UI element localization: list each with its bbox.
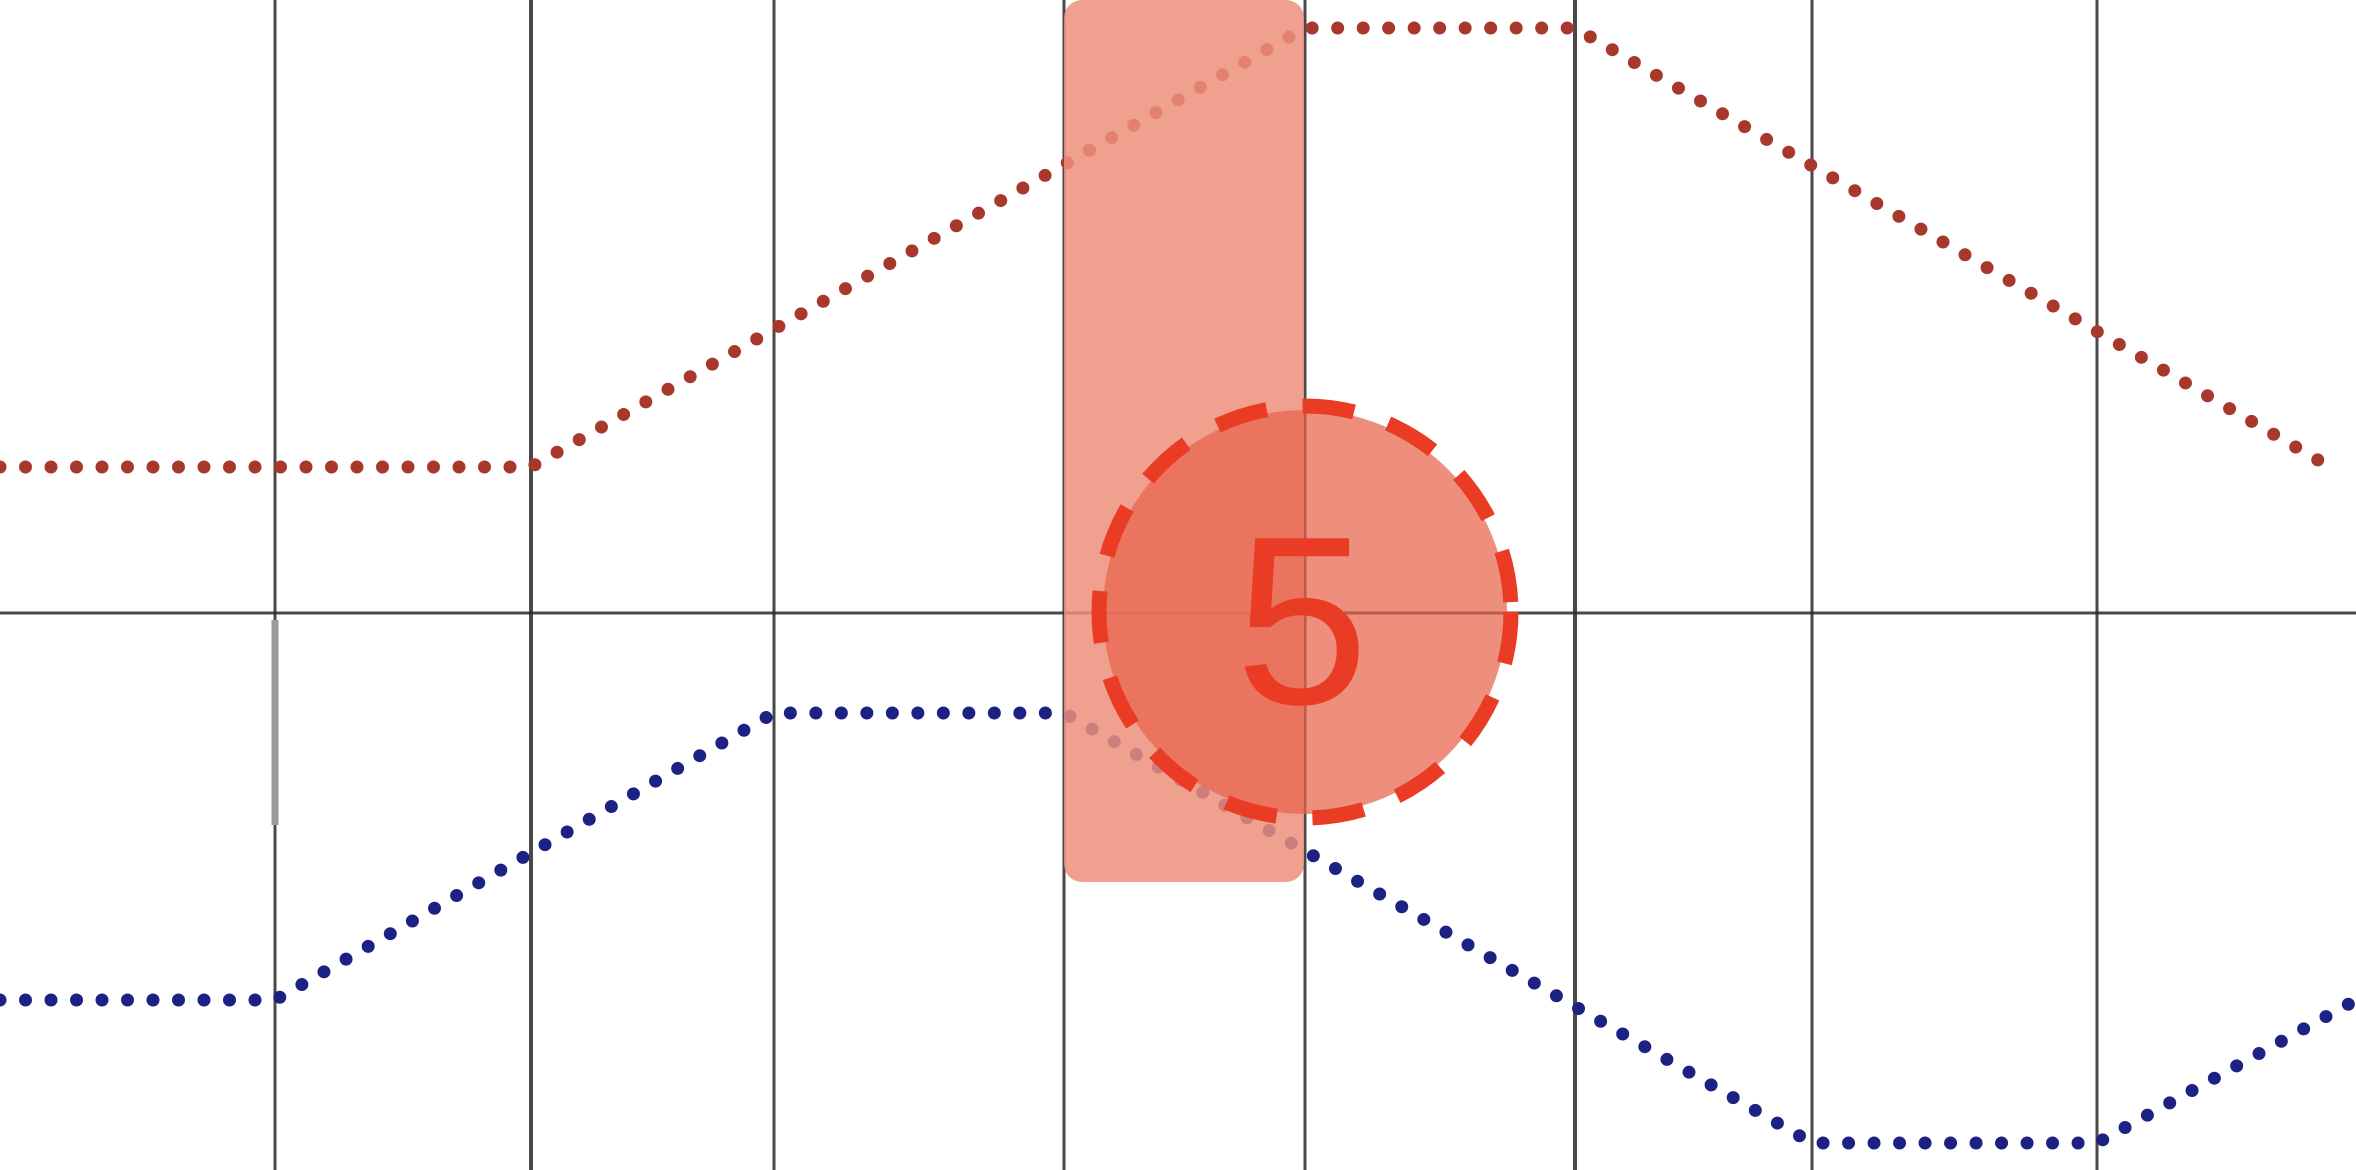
dashed-circle-marker-icon	[1103, 410, 1507, 814]
marker-dashed-ring	[1091, 398, 1519, 826]
upper-dotted-trace	[0, 21, 2337, 474]
marker-number-label: 5	[1235, 486, 1368, 754]
step-marker[interactable]: 5	[1091, 398, 1519, 826]
